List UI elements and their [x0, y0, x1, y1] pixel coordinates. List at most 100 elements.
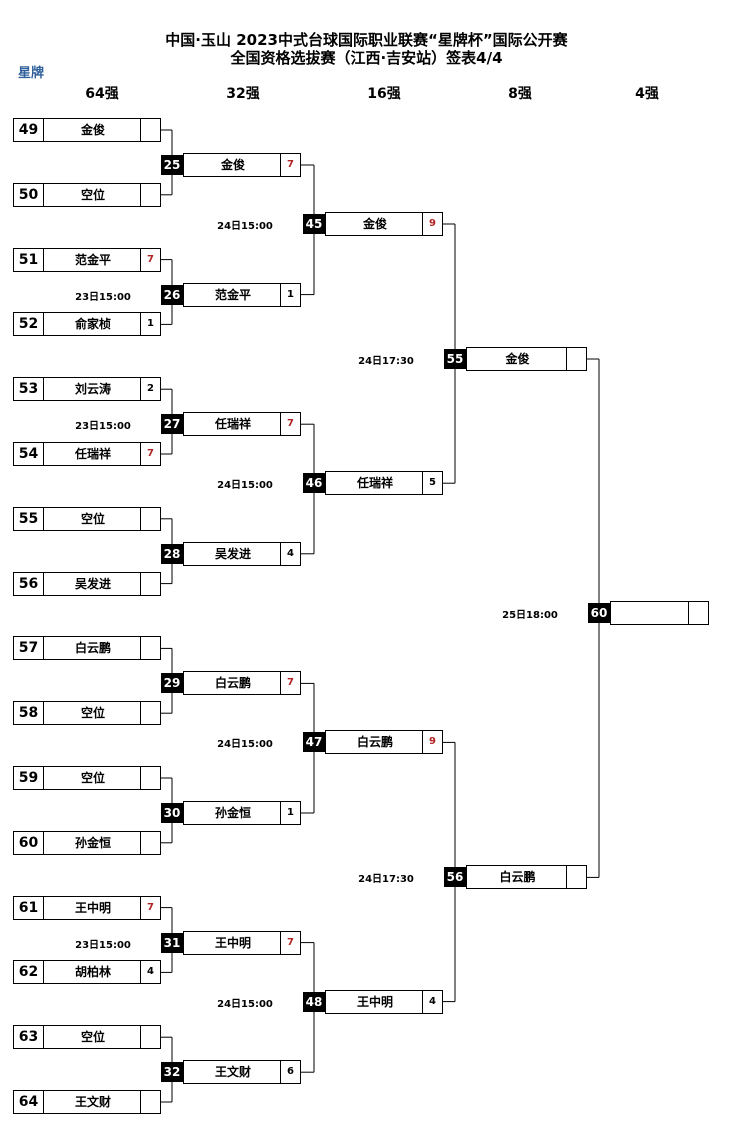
player-name: 王文财 [74, 1095, 111, 1109]
match-slot-56[interactable]: 白云鹏 [466, 865, 587, 890]
match-time: 23日15:00 [75, 939, 131, 951]
seed-number: 54 [14, 443, 44, 465]
match-slot-31[interactable]: 王中明 7 [183, 930, 301, 955]
match-score [566, 348, 586, 370]
player-score [140, 637, 160, 660]
player-slot-50[interactable]: 50 空位 [13, 182, 161, 207]
match-score: 4 [422, 990, 442, 1013]
player-name: 金俊 [80, 123, 105, 137]
winner-name: 王文财 [214, 1065, 251, 1080]
player-name: 白云鹏 [74, 641, 111, 656]
match-number-26: 26 [161, 284, 183, 305]
player-score: 4 [140, 961, 160, 984]
winner-name: 任瑞祥 [214, 417, 251, 432]
match-time: 24日15:00 [217, 998, 273, 1010]
match-score: 7 [280, 413, 300, 436]
round-header-8: 8强 [508, 86, 532, 102]
winner-name: 范金平 [214, 287, 251, 302]
match-score: 7 [280, 931, 300, 954]
match-score: 5 [422, 472, 442, 495]
round-header-64: 64强 [85, 86, 119, 102]
player-score [140, 831, 160, 854]
winner-name: 吴发进 [214, 546, 251, 561]
player-slot-56[interactable]: 56 吴发进 [13, 571, 161, 596]
round-header-32: 32强 [226, 86, 260, 102]
player-slot-57[interactable]: 57 白云鹏 [13, 636, 161, 661]
player-score [140, 767, 160, 789]
player-slot-62[interactable]: 62 胡柏林 4 [13, 960, 161, 985]
match-number-45: 45 [303, 214, 325, 234]
match-slot-27[interactable]: 任瑞祥 7 [183, 412, 301, 437]
player-score [140, 1091, 160, 1113]
brand-logo: 星牌 [18, 66, 45, 81]
seed-number: 60 [14, 831, 44, 854]
match-time: 24日15:00 [217, 221, 273, 232]
seed-number: 49 [14, 119, 44, 141]
match-slot-28[interactable]: 吴发进 4 [183, 541, 301, 566]
match-time: 24日15:00 [217, 739, 273, 751]
seed-number: 55 [14, 507, 44, 530]
match-slot-46[interactable]: 任瑞祥 5 [325, 471, 443, 496]
match-time: 24日15:00 [217, 480, 273, 492]
seed-number: 56 [14, 572, 44, 595]
player-name: 胡柏林 [74, 965, 111, 980]
match-score: 9 [422, 731, 442, 754]
winner-name: 金俊 [362, 217, 387, 231]
round-header-4: 4强 [635, 86, 659, 102]
winner-name: 王中明 [214, 935, 251, 950]
winner-name [611, 602, 690, 624]
seed-number: 52 [14, 313, 44, 336]
player-score: 2 [140, 378, 160, 401]
player-score: 7 [140, 248, 160, 271]
player-score: 7 [140, 443, 160, 465]
match-score: 6 [280, 1061, 300, 1084]
player-score [140, 183, 160, 206]
player-name: 刘云涛 [74, 382, 111, 397]
match-number-29: 29 [161, 673, 183, 694]
seed-number: 53 [14, 378, 44, 401]
match-score: 4 [280, 542, 300, 565]
winner-name: 白云鹏 [356, 735, 393, 750]
player-slot-55[interactable]: 55 空位 [13, 506, 161, 531]
winner-name: 孙金恒 [214, 806, 251, 820]
match-number-47: 47 [303, 732, 325, 753]
seed-number: 64 [14, 1091, 44, 1113]
player-slot-64[interactable]: 64 王文财 [13, 1090, 161, 1114]
match-slot-55[interactable]: 金俊 [466, 347, 587, 371]
match-number-28: 28 [161, 543, 183, 564]
match-slot-47[interactable]: 白云鹏 9 [325, 730, 443, 755]
player-name: 空位 [80, 1030, 105, 1045]
seed-number: 62 [14, 961, 44, 984]
round-header-16: 16强 [367, 86, 401, 102]
match-slot-30[interactable]: 孙金恒 1 [183, 801, 301, 825]
match-score: 1 [280, 802, 300, 824]
player-name: 吴发进 [74, 576, 111, 591]
match-slot-32[interactable]: 王文财 6 [183, 1060, 301, 1085]
player-score [140, 119, 160, 141]
player-name: 空位 [80, 511, 105, 526]
seed-number: 50 [14, 183, 44, 206]
winner-name: 任瑞祥 [356, 476, 393, 491]
match-number-46: 46 [303, 473, 325, 494]
match-slot-60[interactable] [610, 601, 709, 625]
player-slot-53[interactable]: 53 刘云涛 2 [13, 377, 161, 402]
player-name: 空位 [80, 187, 105, 202]
player-slot-49[interactable]: 49 金俊 [13, 118, 161, 142]
winner-name: 白云鹏 [214, 676, 251, 691]
winner-name: 金俊 [220, 158, 245, 172]
seed-number: 57 [14, 637, 44, 660]
player-name: 王中明 [74, 900, 111, 915]
